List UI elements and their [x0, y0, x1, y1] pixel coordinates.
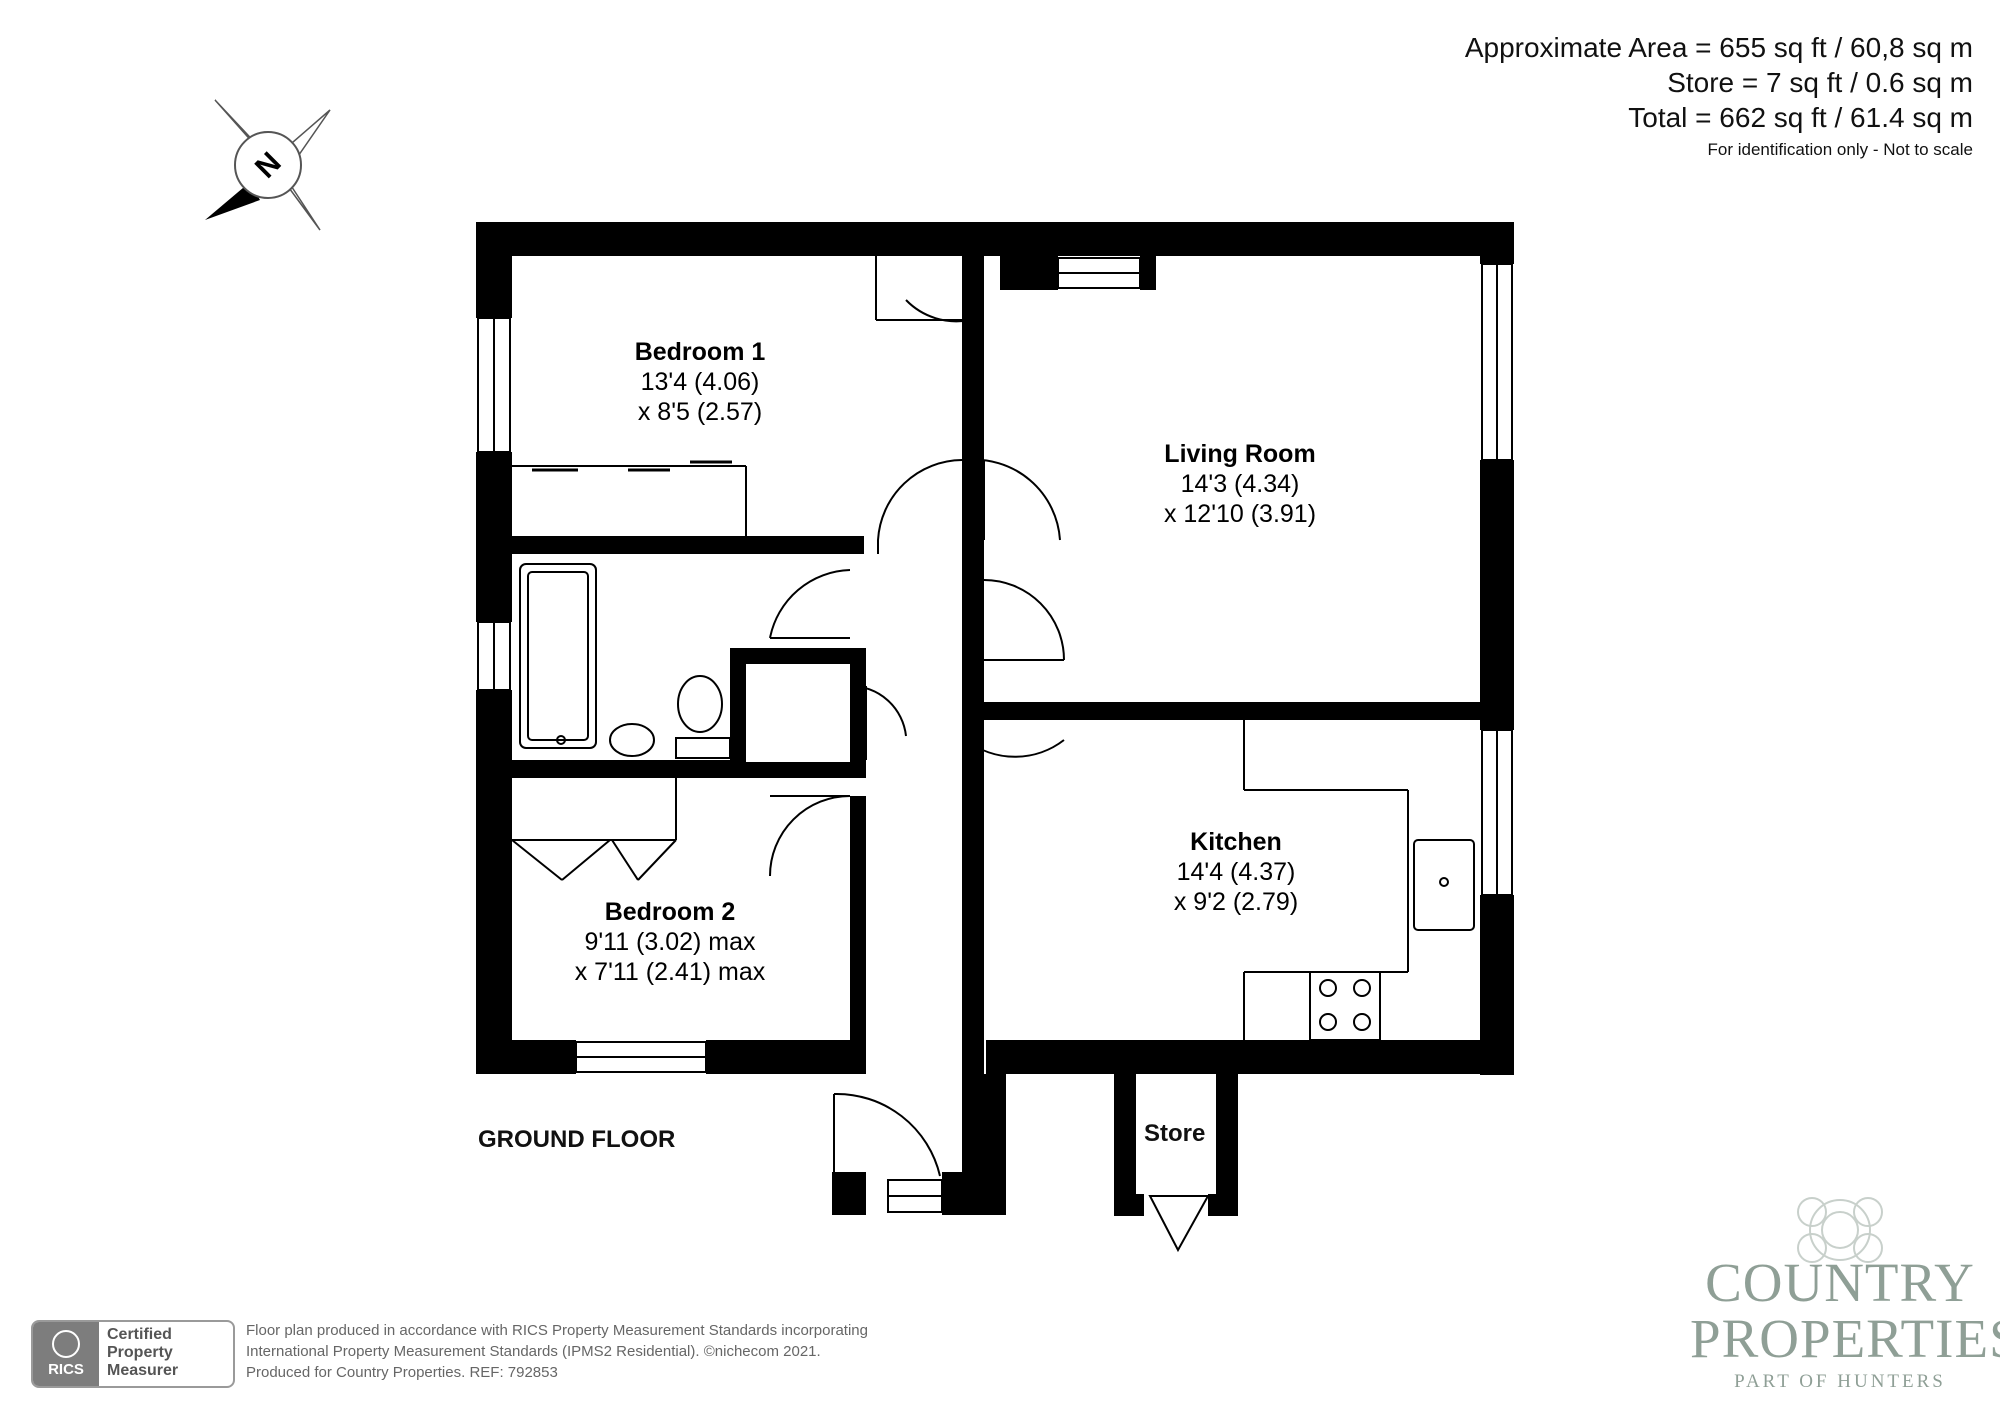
rics-line-2: Property [107, 1344, 173, 1361]
rics-line-1: Certified [107, 1326, 172, 1343]
rics-emblem-icon [52, 1330, 80, 1358]
bedroom-2-dim1: 9'11 (3.02) max [584, 928, 756, 956]
rics-logo-text: RICS [48, 1361, 84, 1378]
room-bedroom-1: Bedroom 1 13'4 (4.06) x 8'5 (2.57) [635, 338, 766, 426]
brand-line-2: PROPERTIES [1690, 1308, 2000, 1369]
bedroom-1-name: Bedroom 1 [635, 338, 766, 366]
floor-label: GROUND FLOOR [478, 1126, 676, 1153]
room-living-room: Living Room 14'3 (4.34) x 12'10 (3.91) [1164, 440, 1316, 528]
store-label: Store [1144, 1120, 1206, 1147]
bedroom-1-dim2: x 8'5 (2.57) [638, 398, 762, 426]
bedroom-1-dim1: 13'4 (4.06) [641, 368, 760, 396]
total-area: Total = 662 sq ft / 61.4 sq m [1628, 102, 1973, 133]
brand-line-1: COUNTRY [1705, 1252, 1975, 1313]
room-kitchen: Kitchen 14'4 (4.37) x 9'2 (2.79) [1174, 828, 1298, 916]
approximate-area: Approximate Area = 655 sq ft / 60,8 sq m [1464, 32, 1973, 63]
rics-line-3: Measurer [107, 1362, 179, 1379]
fittings [511, 460, 1475, 1041]
footer-line-3: Produced for Country Properties. REF: 79… [246, 1364, 558, 1381]
bedroom-2-name: Bedroom 2 [605, 898, 736, 926]
rics-badge: RICS Certified Property Measurer [31, 1320, 235, 1388]
footer-line-2: International Property Measurement Stand… [246, 1343, 821, 1360]
area-summary: Approximate Area = 655 sq ft / 60,8 sq m… [1465, 30, 1973, 163]
windows [477, 257, 1513, 1213]
compass-rose-icon: N [205, 99, 331, 231]
living-room-name: Living Room [1164, 440, 1315, 468]
doors [769, 256, 1210, 1253]
living-room-dim2: x 12'10 (3.91) [1164, 500, 1316, 528]
walls [476, 222, 1514, 1216]
store-area: Store = 7 sq ft / 0.6 sq m [1667, 67, 1973, 98]
brand-logo: COUNTRY PROPERTIES PART OF HUNTERS [1690, 1252, 2000, 1393]
kitchen-name: Kitchen [1190, 828, 1282, 856]
footer-notes: Floor plan produced in accordance with R… [246, 1320, 868, 1383]
room-bedroom-2: Bedroom 2 9'11 (3.02) max x 7'11 (2.41) … [575, 898, 766, 986]
living-room-dim1: 14'3 (4.34) [1181, 470, 1300, 498]
kitchen-dim1: 14'4 (4.37) [1177, 858, 1296, 886]
brand-tagline: PART OF HUNTERS [1734, 1371, 1946, 1392]
brand-logo-icon [1797, 1197, 1883, 1263]
footer-line-1: Floor plan produced in accordance with R… [246, 1322, 868, 1339]
rics-certification: Certified Property Measurer [99, 1322, 233, 1386]
kitchen-dim2: x 9'2 (2.79) [1174, 888, 1298, 916]
rics-logo: RICS [33, 1322, 99, 1386]
bedroom-2-dim2: x 7'11 (2.41) max [575, 958, 766, 986]
scale-note: For identification only - Not to scale [1707, 140, 1973, 159]
